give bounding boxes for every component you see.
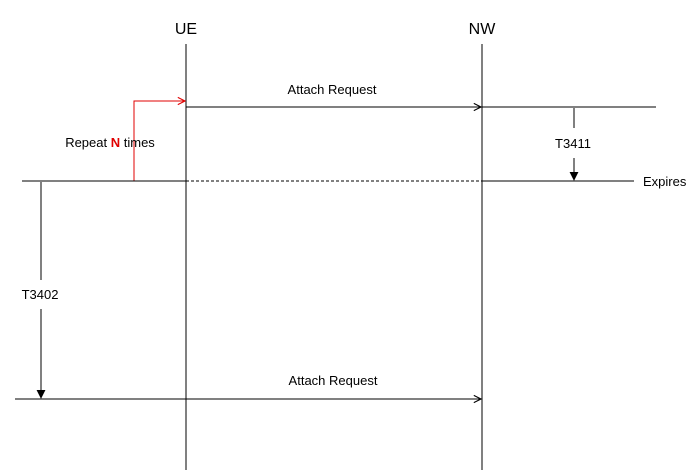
repeat-suffix: times [120, 135, 155, 150]
nw-label: NW [469, 21, 497, 38]
repeat-count: N [111, 135, 120, 150]
t3411-label: T3411 [555, 136, 591, 151]
expires-label: Expires [643, 174, 687, 189]
attach-request-label-1: Attach Request [288, 82, 377, 97]
repeat-label: Repeat N times [65, 135, 155, 150]
repeat-prefix: Repeat [65, 135, 111, 150]
ue-label: UE [175, 21, 197, 38]
t3402-label: T3402 [22, 287, 59, 302]
attach-request-label-2: Attach Request [289, 373, 378, 388]
